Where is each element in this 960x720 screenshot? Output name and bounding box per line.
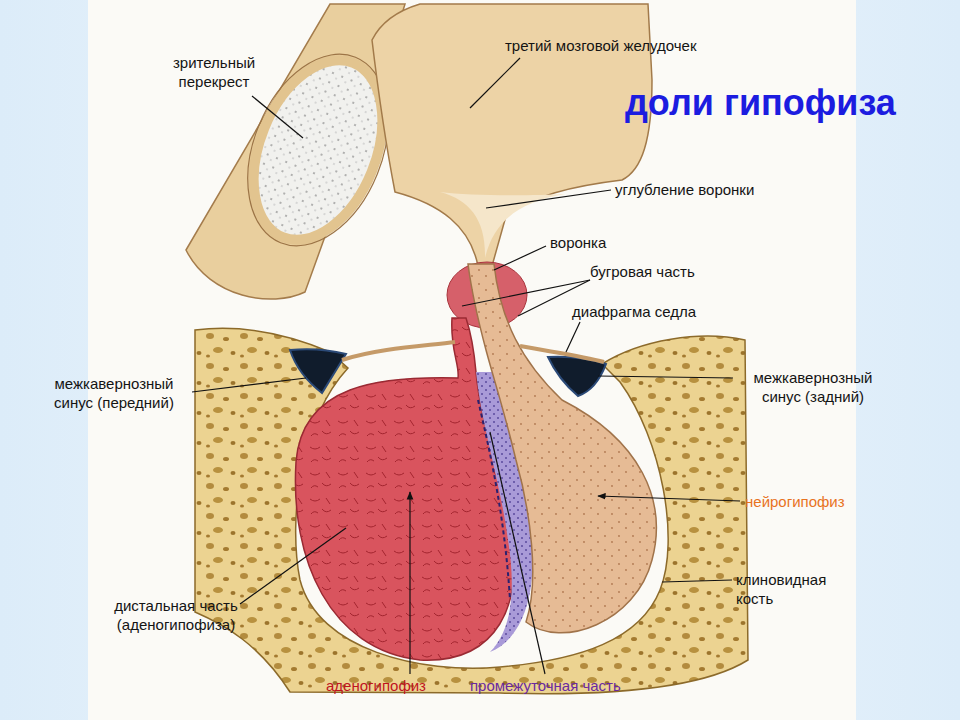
part-label: воронка [550,233,640,252]
part-label: промежуточная часть [470,676,660,695]
illustration-part [566,322,580,352]
illustration-part [470,58,520,108]
part-label: диафрагма седла [572,302,732,321]
illustration-part [486,190,611,208]
adenohypophysis [295,318,514,660]
part-label: зрительный перекрест [158,53,270,91]
posterior-sinus [548,357,606,396]
part-label: бугровая часть [590,262,730,281]
illustration-part [598,376,733,378]
part-label: дистальная часть (аденогипофиза) [95,596,257,634]
illustration-part [409,492,410,674]
anterior-sinus [290,349,346,393]
part-label: клиновидная кость [736,570,848,608]
part-label: межкавернозный синус (задний) [737,368,889,406]
illustration-part [662,580,732,582]
illustration-part [494,246,546,270]
part-label: аденогипофиз [326,676,456,695]
illustration-part [462,280,590,306]
part-label: третий мозговой желудочек [505,36,745,55]
part-label: углубление воронки [615,180,815,199]
diagram-title: доли гипофиза [625,82,896,124]
illustration-part [598,496,740,501]
illustration-part [192,378,306,392]
part-label: нейрогипофиз [745,492,875,511]
illustration-part [490,432,545,674]
illustration-part [252,96,303,138]
illustration-part [240,528,346,604]
part-label: межкавернозный синус (передний) [38,374,190,412]
infundibular-recess [440,192,565,258]
diaphragm-sellae [520,346,604,362]
leader-lines [192,58,740,674]
diaphragm-sellae [342,342,455,360]
